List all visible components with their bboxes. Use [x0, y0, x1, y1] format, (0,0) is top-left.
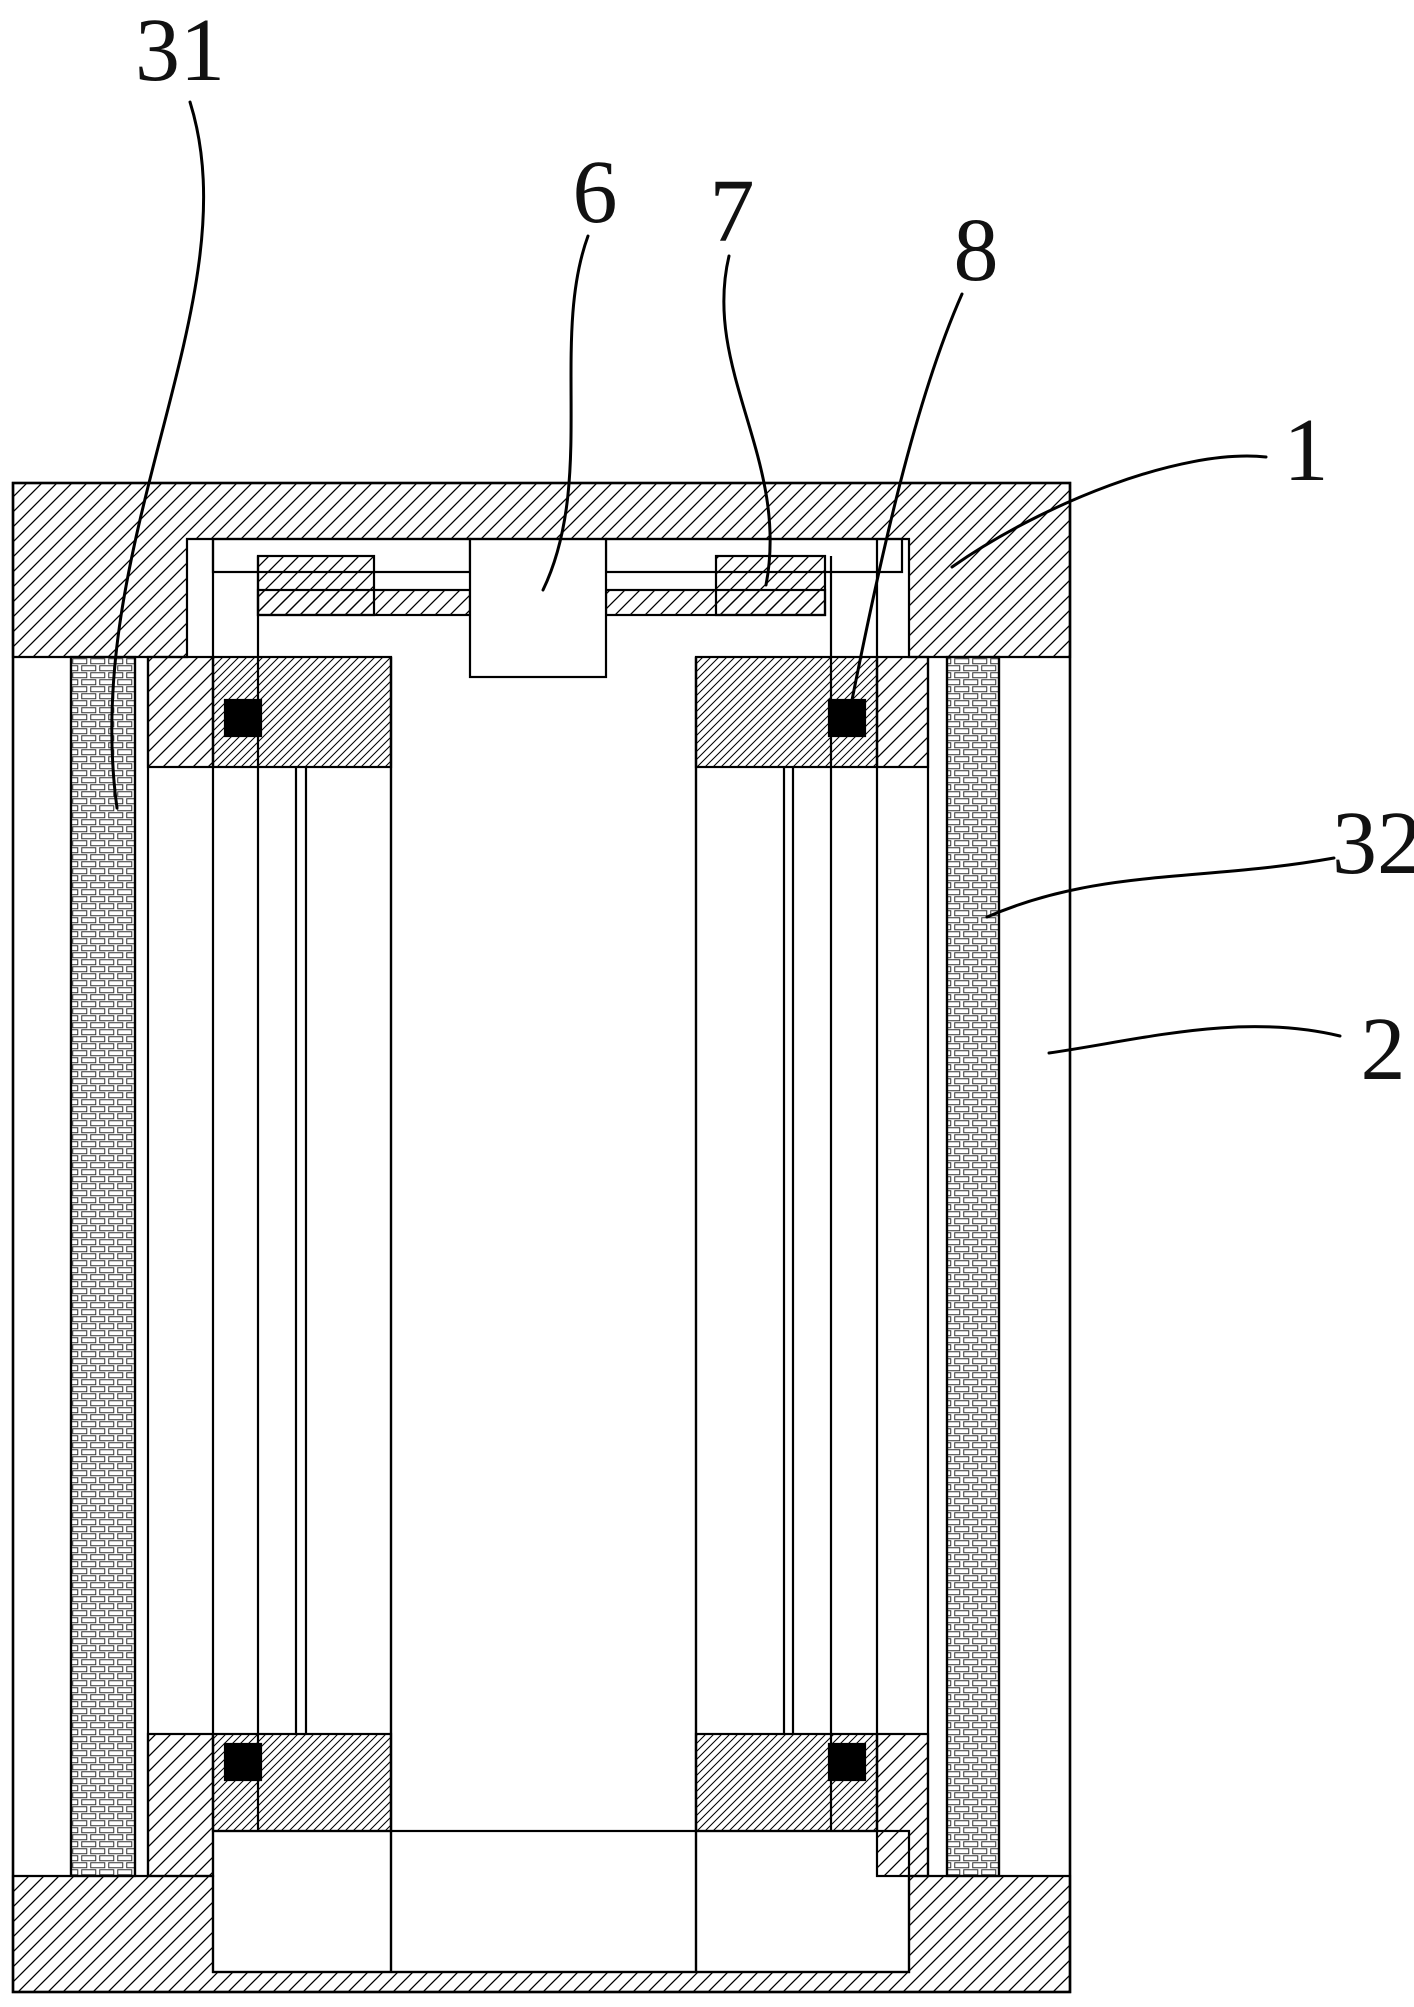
ref-numeral-8: 8	[954, 201, 999, 300]
shoulder-bottom-left	[146, 1732, 215, 1878]
leader-line-6	[541, 234, 590, 592]
damping-layer-32	[945, 655, 1001, 1878]
figure-section-shapes	[11, 481, 1072, 1994]
seal-ring-8-top-right	[827, 698, 867, 738]
ref-numeral-32: 32	[1332, 794, 1414, 893]
ref-numeral-2: 2	[1361, 1000, 1406, 1099]
seal-ring-bottom-left	[223, 1742, 263, 1782]
stator-wall-lines	[211, 539, 879, 1831]
top-plate-right	[604, 588, 827, 617]
shoulder-top-left	[146, 655, 215, 769]
leader-line-2	[1047, 1025, 1342, 1055]
bottom-inner-recess	[211, 1829, 911, 1974]
ref-numeral-6: 6	[573, 143, 618, 242]
shell-wall-lines	[69, 657, 1001, 1876]
ref-numeral-7: 7	[710, 162, 755, 261]
shaft-coupling-block-6	[468, 537, 608, 679]
leader-line-7	[722, 254, 772, 587]
top-plate-left	[256, 588, 472, 617]
damping-layer-31	[69, 655, 137, 1878]
shoulder-bottom-right	[875, 1732, 930, 1878]
seal-ring-8-top-left	[223, 698, 263, 738]
leader-line-31	[110, 100, 206, 810]
housing-outer-outline-2	[11, 481, 1072, 1994]
leader-line-32	[985, 856, 1336, 919]
leader-lines	[110, 100, 1342, 1055]
leader-line-8	[850, 292, 964, 702]
ref-numeral-31: 31	[135, 1, 225, 100]
shoulder-top-right	[875, 655, 930, 769]
leader-line-1	[950, 454, 1268, 569]
center-column-lines	[389, 657, 698, 1972]
seal-ring-bottom-right	[827, 1742, 867, 1782]
ref-numeral-1: 1	[1284, 401, 1329, 500]
